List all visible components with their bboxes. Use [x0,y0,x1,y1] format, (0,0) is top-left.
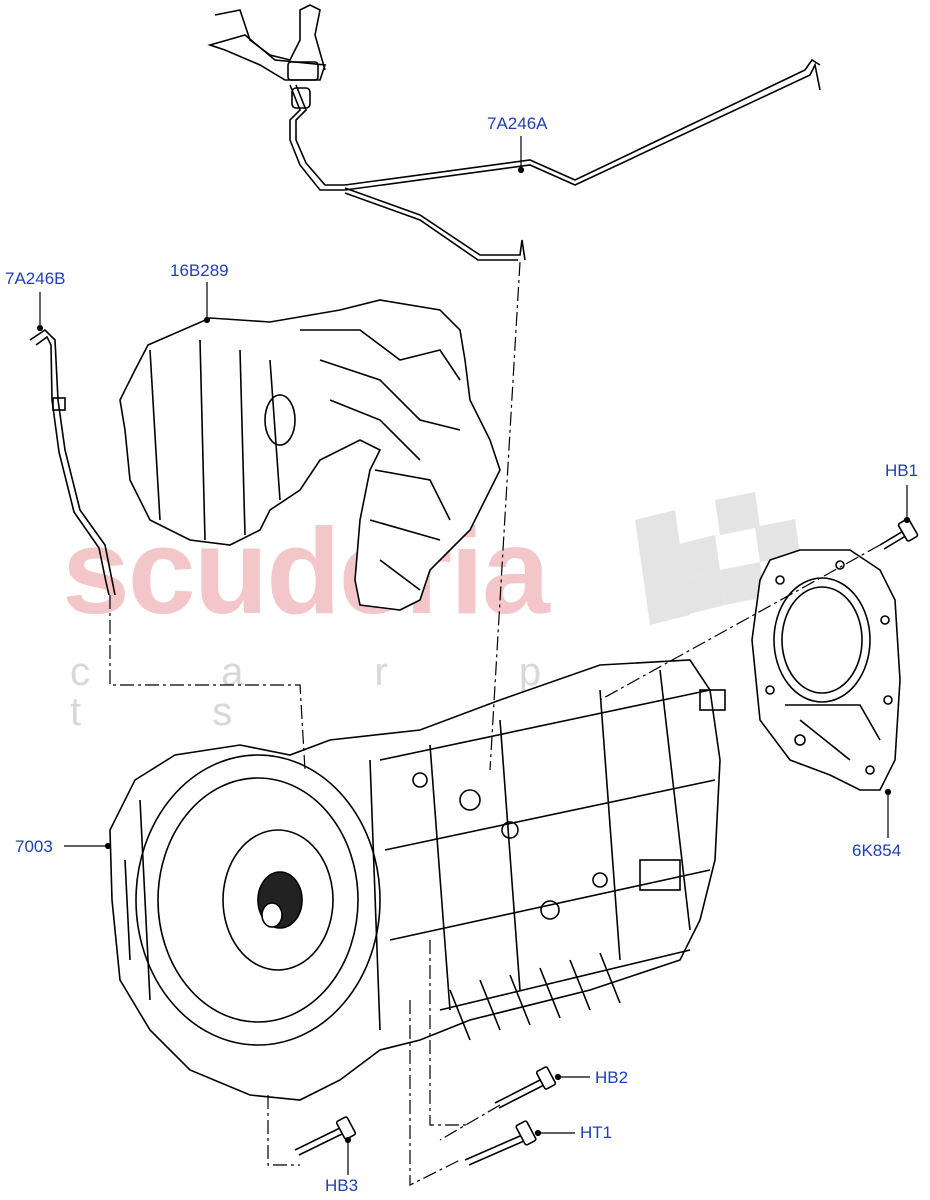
heat-shield-16B289 [119,299,501,611]
bolt-HT1 [464,1120,537,1166]
callout-HB2: HB2 [595,1068,629,1087]
bolt-HB3 [294,1116,357,1156]
assembly-lines [109,261,881,1186]
callout-HB3: HB3 [325,1176,359,1195]
pipe-7A246A [207,4,821,261]
callout-6K854: 6K854 [852,841,902,860]
leader-lines [36,136,911,1175]
callout-16B289: 16B289 [170,261,229,280]
callout-HT1: HT1 [580,1123,613,1142]
callout-7A246B: 7A246B [5,269,66,288]
tube-7A246B [29,328,116,596]
checkered-flag-icon [635,492,800,625]
bolt-HB1 [879,518,919,550]
adaptor-plate-6K854 [751,549,901,791]
callout-7A246A: 7A246A [487,114,548,133]
callout-7003: 7003 [15,837,53,856]
transmission-7003 [109,659,726,1101]
callout-HB1: HB1 [885,461,919,480]
bolt-HB2 [494,1066,557,1109]
